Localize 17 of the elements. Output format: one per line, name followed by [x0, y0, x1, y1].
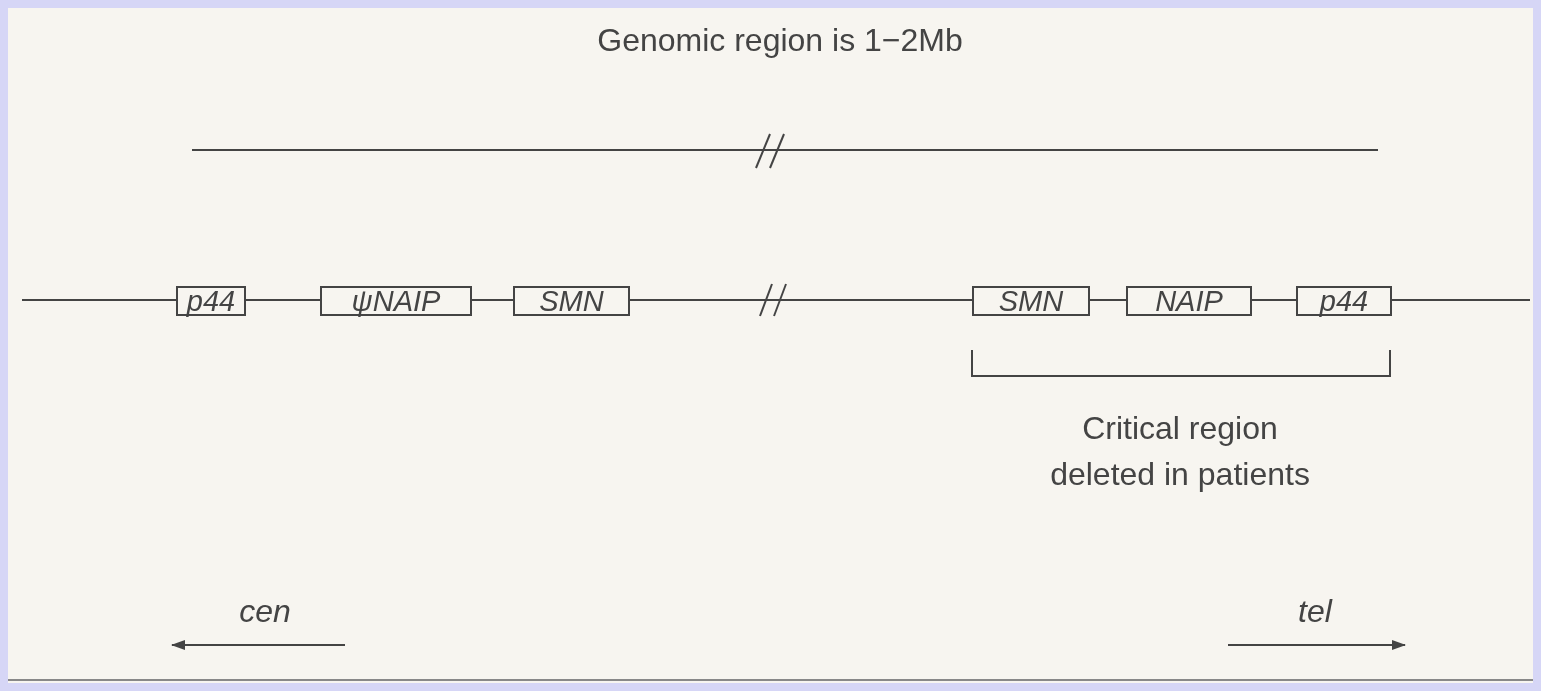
gene-box: SMN	[972, 286, 1090, 316]
gene-box: NAIP	[1126, 286, 1252, 316]
connector-line	[629, 299, 973, 301]
gene-box: ψNAIP	[320, 286, 472, 316]
connector-line	[1089, 299, 1127, 301]
title: Genomic region is 1−2Mb	[596, 22, 964, 59]
connector-line	[21, 299, 177, 301]
direction-label: cen	[238, 592, 292, 631]
gene-box: SMN	[513, 286, 630, 316]
region-label: Critical region deleted in patients	[1049, 409, 1311, 494]
direction-label: tel	[1297, 592, 1334, 631]
connector-line	[471, 299, 514, 301]
gene-box: p44	[176, 286, 246, 316]
connector-line	[1251, 299, 1297, 301]
connector-line	[245, 299, 321, 301]
connector-line	[1391, 299, 1531, 301]
gene-box: p44	[1296, 286, 1392, 316]
